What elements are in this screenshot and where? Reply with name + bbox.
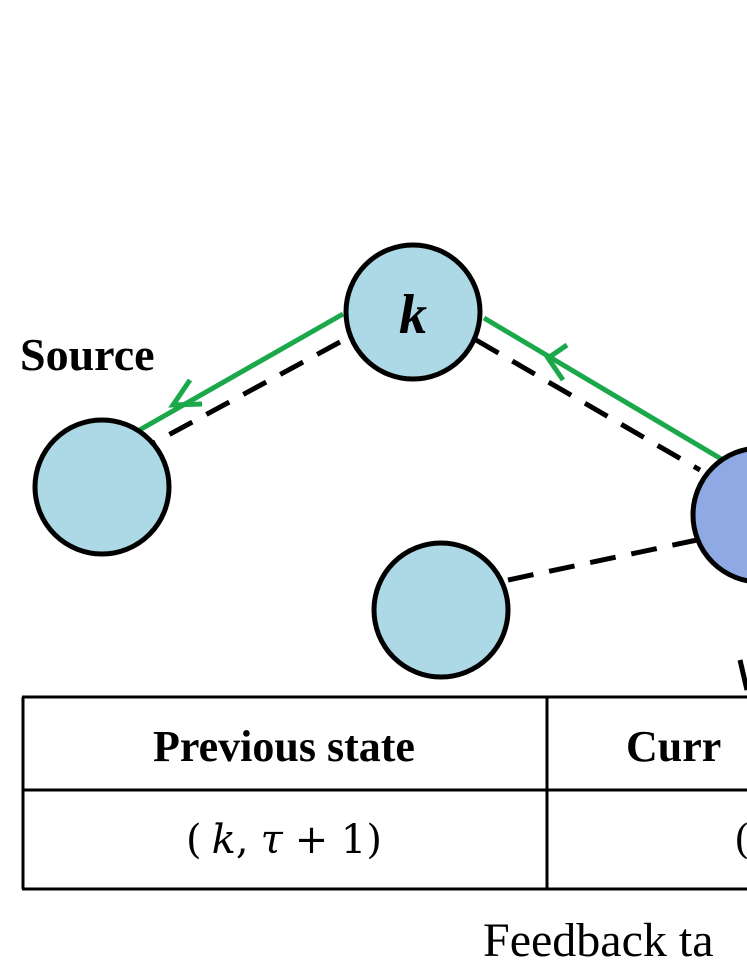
table-header-previous-state: Previous state bbox=[153, 722, 415, 771]
table-cell-previous-state: (k,τ+ 1) bbox=[186, 817, 382, 863]
route-arrow-toward-source bbox=[168, 378, 203, 408]
edge-lower-current bbox=[507, 537, 698, 583]
feedback-table: Previous state Curr (k,τ+ 1) ( bbox=[21, 695, 747, 891]
table-cell-current-state: ( bbox=[734, 817, 747, 863]
edge-current-down bbox=[737, 659, 747, 691]
route-segment-current-k bbox=[482, 315, 725, 463]
node-current bbox=[690, 446, 747, 584]
table-caption: Feedback ta bbox=[483, 914, 714, 967]
node-k bbox=[343, 242, 483, 382]
table-header-current-state: Curr bbox=[626, 722, 721, 771]
feedback-route bbox=[134, 311, 725, 463]
source-label: Source bbox=[20, 329, 155, 380]
route-arrow-toward-k bbox=[544, 342, 569, 382]
edge-k-current bbox=[474, 337, 702, 473]
edge-k-source bbox=[148, 339, 342, 448]
node-k-label: k bbox=[399, 284, 427, 346]
route-segment-k-source bbox=[134, 311, 345, 435]
node-source bbox=[32, 417, 172, 557]
node-neighbor bbox=[371, 540, 511, 680]
